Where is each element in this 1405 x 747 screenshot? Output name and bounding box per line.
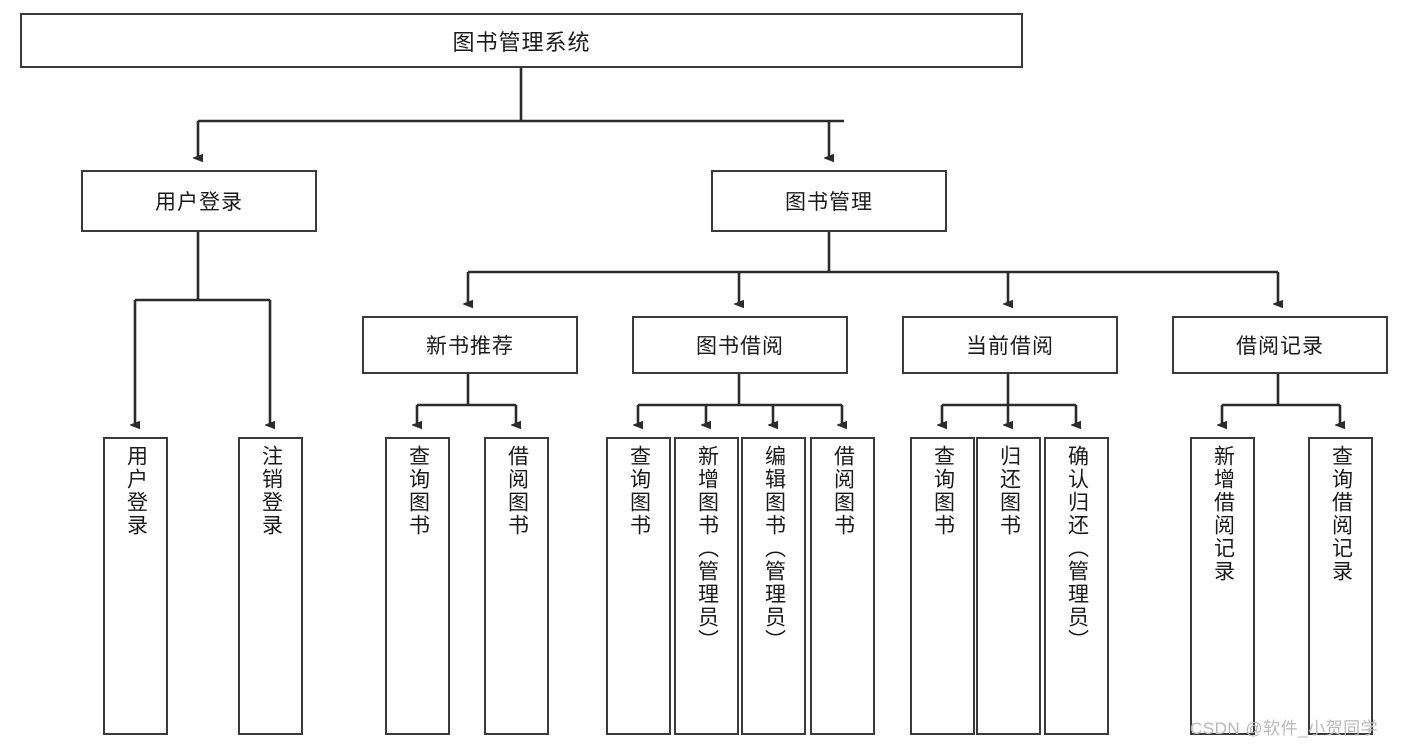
leaf-current-query-book[interactable]: 查询图书 [910,437,975,735]
leaf-user-logout[interactable]: 注销登录 [238,437,303,735]
node-label: 借阅图书 [505,445,529,537]
leaf-borrow-add-book-admin[interactable]: 新增图书（管理员） [674,437,739,735]
node-label: 新增借阅记录 [1211,445,1235,583]
leaf-recommend-borrow-book[interactable]: 借阅图书 [484,437,549,735]
node-label: 新书推荐 [426,335,514,358]
node-label: 用户登录 [155,191,243,214]
node-label: 当前借阅 [966,335,1054,358]
leaf-records-query-record[interactable]: 查询借阅记录 [1308,437,1373,735]
node-label: 借阅记录 [1236,335,1324,358]
node-label: 图书管理系统 [452,29,591,55]
leaf-current-return-book[interactable]: 归还图书 [976,437,1041,735]
node-label: 新增图书（管理员） [695,445,719,652]
node-label: 查询图书 [931,445,955,537]
node-label: 查询图书 [627,445,651,537]
leaf-current-confirm-return-admin[interactable]: 确认归还（管理员） [1044,437,1109,735]
watermark-text: CSDN @软件_小贺同学 [1190,719,1379,738]
node-label: 图书借阅 [696,335,784,358]
node-label: 编辑图书（管理员） [762,445,786,652]
node-label: 查询借阅记录 [1329,445,1353,583]
node-label: 查询图书 [406,445,430,537]
leaf-borrow-edit-book-admin[interactable]: 编辑图书（管理员） [741,437,806,735]
node-label: 借阅图书 [831,445,855,537]
node-new-book-recommend[interactable]: 新书推荐 [362,316,578,374]
node-current-borrow[interactable]: 当前借阅 [902,316,1118,374]
leaf-borrow-query-book[interactable]: 查询图书 [606,437,671,735]
leaf-recommend-query-book[interactable]: 查询图书 [385,437,450,735]
node-label: 注销登录 [259,445,283,537]
node-label: 用户登录 [124,445,148,537]
node-label: 图书管理 [785,191,873,214]
leaf-borrow-borrow-book[interactable]: 借阅图书 [810,437,875,735]
node-label: 确认归还（管理员） [1065,445,1089,652]
node-label: 归还图书 [997,445,1021,537]
node-book-borrow[interactable]: 图书借阅 [632,316,848,374]
leaf-records-add-record[interactable]: 新增借阅记录 [1190,437,1255,735]
leaf-user-login[interactable]: 用户登录 [103,437,168,735]
node-user-login[interactable]: 用户登录 [81,170,317,232]
node-borrow-records[interactable]: 借阅记录 [1172,316,1388,374]
node-book-management[interactable]: 图书管理 [711,170,947,232]
node-root-system[interactable]: 图书管理系统 [20,13,1023,68]
